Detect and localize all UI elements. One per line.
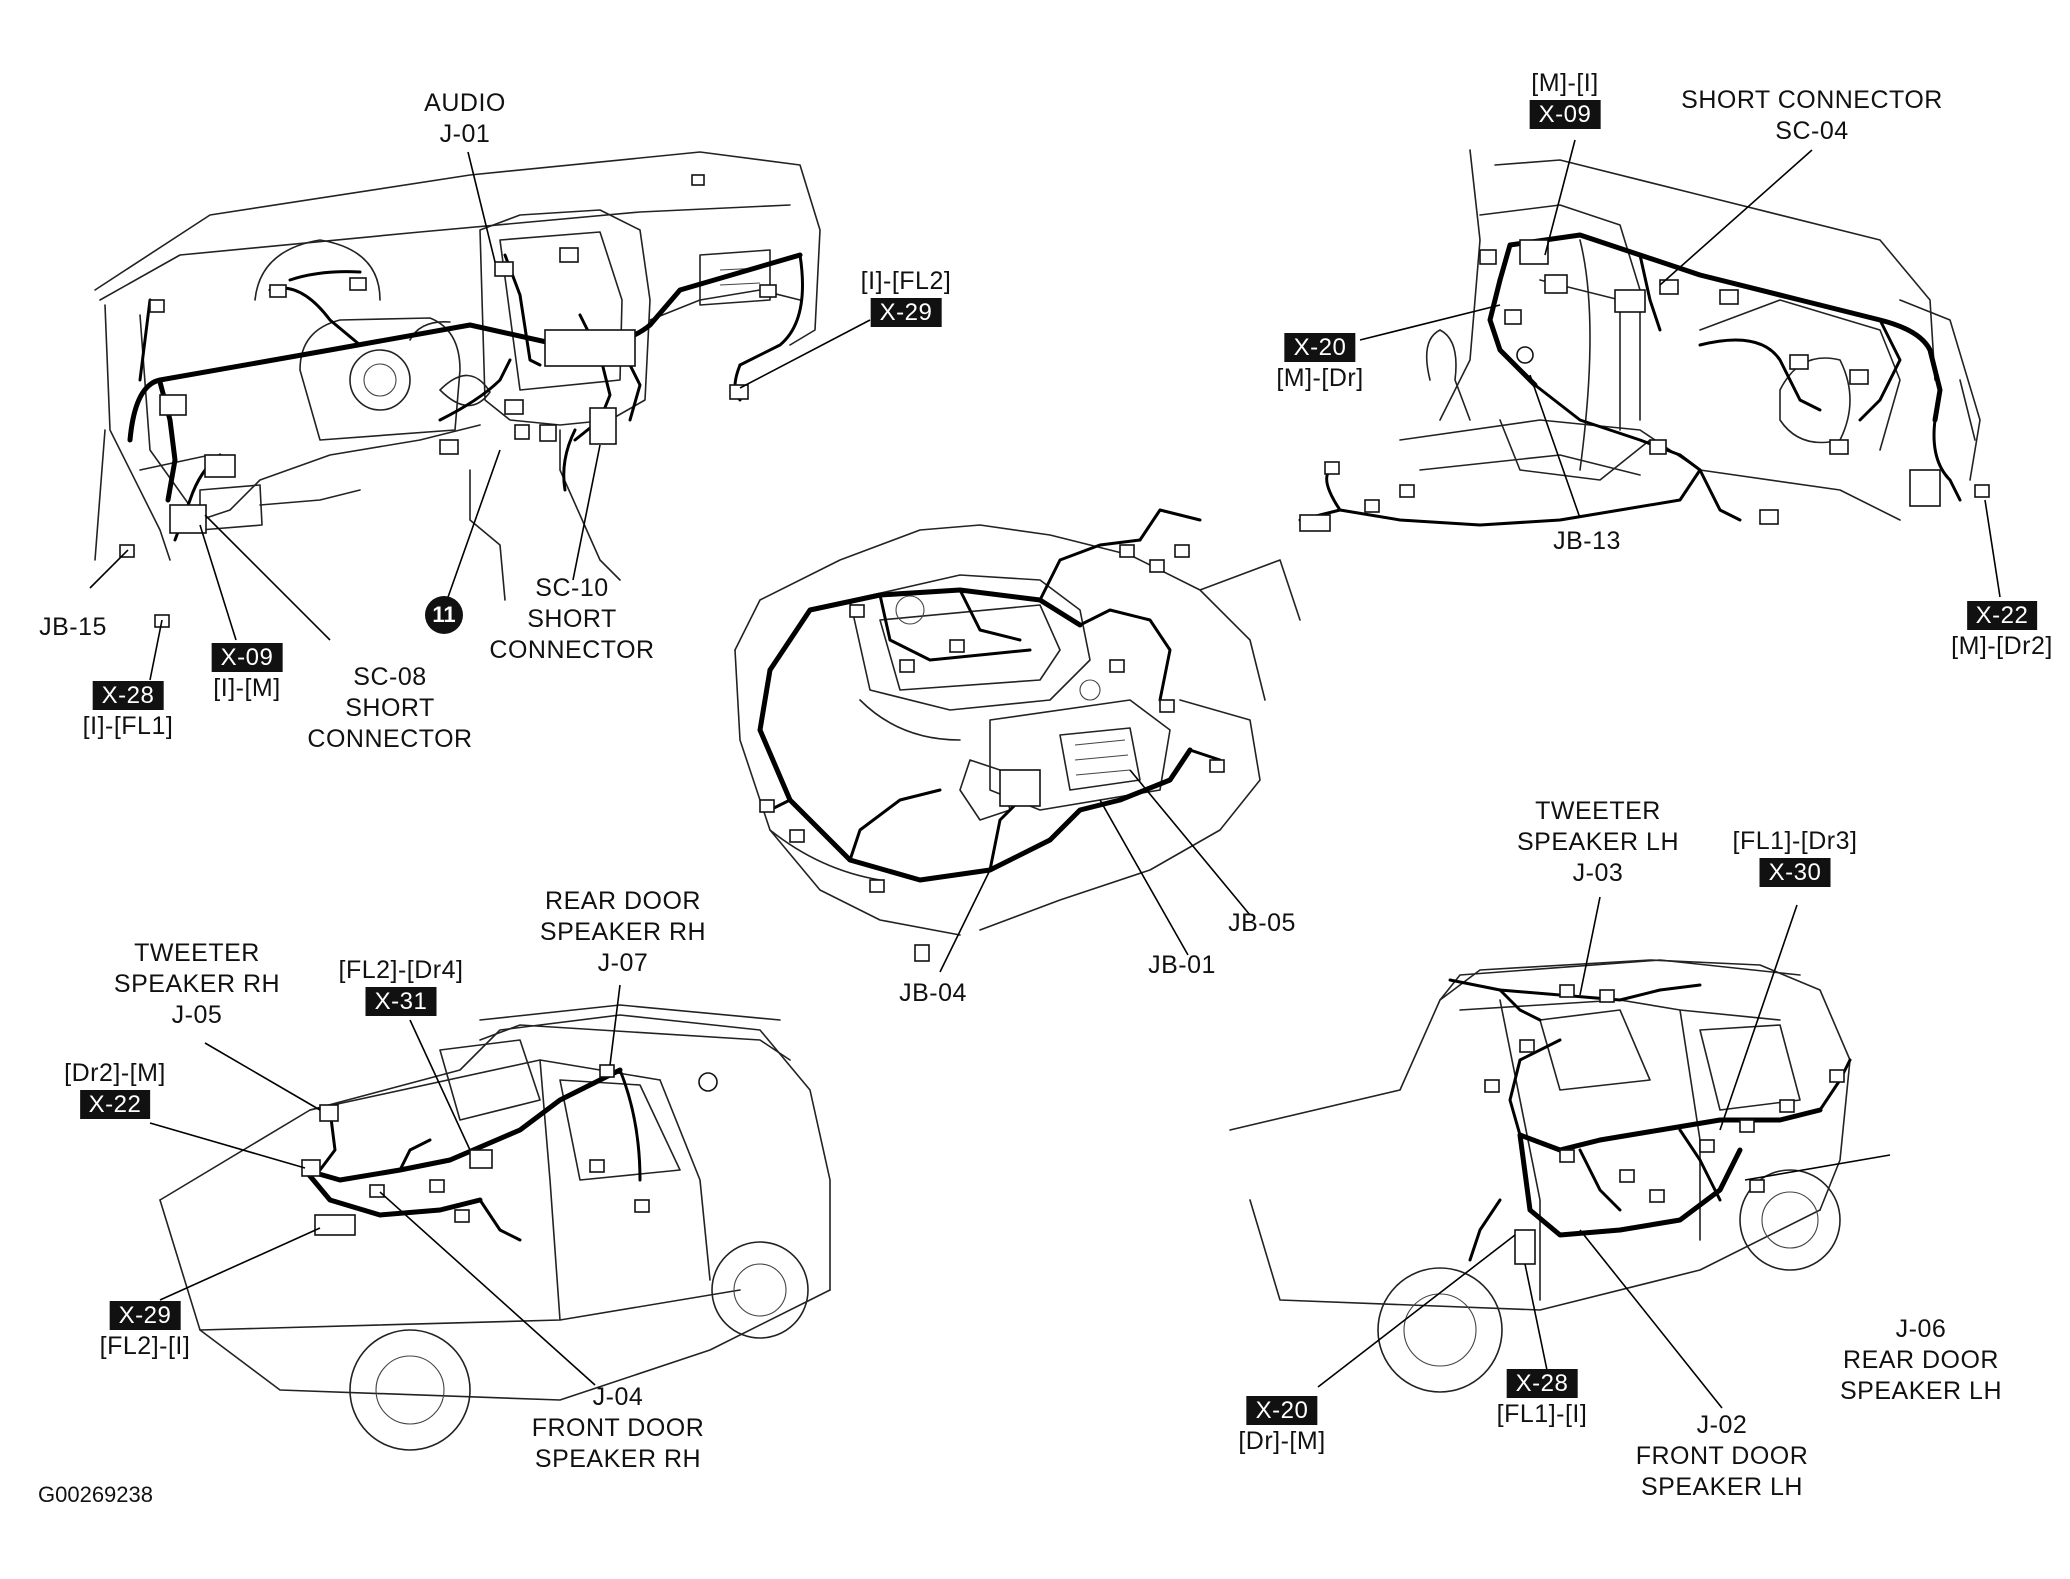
label-x31: [FL2]-[Dr4] X-31 <box>338 956 464 1016</box>
label-x09-top-left: X-09 [I]-[M] <box>211 643 283 702</box>
diagram-code: G00269238 <box>38 1482 153 1507</box>
reference-badge: 11 <box>425 596 463 634</box>
engine-bay-illustration <box>734 508 1301 973</box>
label-x29-bottom-left: X-29 [FL2]-[I] <box>99 1301 191 1360</box>
connector-tag-x22: X-22 <box>79 1090 151 1119</box>
connector-tag-x09: X-09 <box>211 643 283 672</box>
connector-tag-x28: X-28 <box>92 681 164 710</box>
connector-tag-x28: X-28 <box>1506 1369 1578 1398</box>
connector-tag-x20: X-20 <box>1284 333 1356 362</box>
suv-rh-illustration <box>149 984 831 1451</box>
label-x29-top-left: [I]-[FL2] X-29 <box>860 267 952 327</box>
label-x20-top-right: X-20 [M]-[Dr] <box>1276 333 1364 392</box>
label-jb05: JB-05 <box>1228 909 1296 937</box>
connector-tag-x20: X-20 <box>1246 1396 1318 1425</box>
label-x28-top-left: X-28 [I]-[FL1] <box>82 681 174 740</box>
label-x09-top-right: [M]-[I] X-09 <box>1529 69 1601 129</box>
connector-tag-x09: X-09 <box>1529 100 1601 129</box>
label-x28-bottom-right: X-28 [FL1]-[I] <box>1496 1369 1588 1428</box>
suv-lh-illustration <box>1229 896 1891 1409</box>
label-jb13: JB-13 <box>1553 527 1621 555</box>
interior-console-illustration <box>1298 139 2001 598</box>
label-x20-bottom-right: X-20 [Dr]-[M] <box>1238 1396 1326 1455</box>
label-jb15: JB-15 <box>39 613 107 641</box>
label-x30: [FL1]-[Dr3] X-30 <box>1732 827 1858 887</box>
label-x22-bottom-left: [Dr2]-[M] X-22 <box>64 1059 166 1119</box>
connector-tag-x29: X-29 <box>109 1301 181 1330</box>
connector-tag-x22: X-22 <box>1966 601 2038 630</box>
connector-tag-x31: X-31 <box>365 987 437 1016</box>
connector-tag-x29: X-29 <box>870 298 942 327</box>
label-jb01: JB-01 <box>1148 951 1216 979</box>
label-jb04: JB-04 <box>899 979 967 1007</box>
dashboard-illustration <box>89 151 871 681</box>
connector-tag-x30: X-30 <box>1759 858 1831 887</box>
label-x22-top-right: X-22 [M]-[Dr2] <box>1951 601 2053 660</box>
